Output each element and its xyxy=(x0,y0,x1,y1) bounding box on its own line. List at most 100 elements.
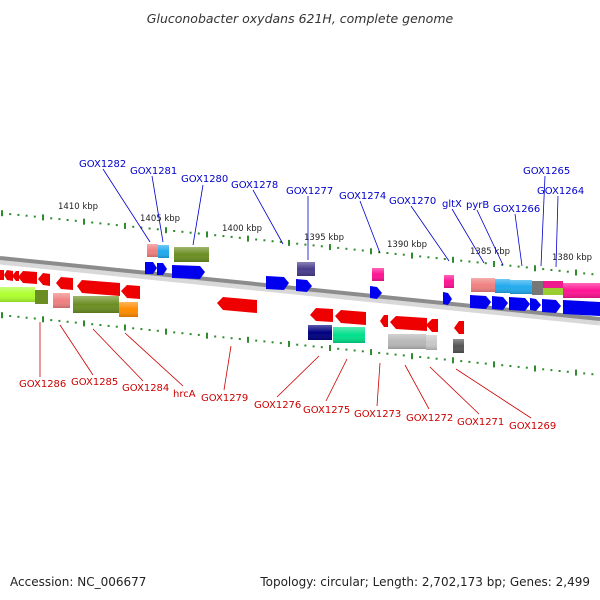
gene-GOX1272[interactable] xyxy=(388,334,426,349)
upper-scale-minor-tick xyxy=(115,224,118,227)
gene-rev-k[interactable] xyxy=(390,316,427,331)
lower-scale-minor-tick xyxy=(353,349,356,352)
gene-rev-h[interactable] xyxy=(121,285,140,299)
gene-GOX1281[interactable] xyxy=(158,245,169,258)
upper-scale-minor-tick xyxy=(189,231,192,234)
gene-rev-c[interactable] xyxy=(12,271,19,281)
gene-rev-m[interactable] xyxy=(454,321,464,334)
gene-fwd-5[interactable] xyxy=(370,286,382,299)
gene-fwd-4[interactable] xyxy=(296,279,312,292)
lower-scale-major-tick xyxy=(206,332,208,339)
upper-scale-major-tick xyxy=(288,239,290,246)
label-gltX[interactable]: gltX xyxy=(442,199,462,210)
lower-scale-minor-tick xyxy=(435,357,438,360)
forward-genes xyxy=(145,244,600,316)
gene-GOX1279[interactable] xyxy=(217,297,257,313)
label-GOX1266[interactable]: GOX1266 xyxy=(493,204,540,215)
lower-scale-minor-tick xyxy=(50,319,53,322)
gene-fwd-7[interactable] xyxy=(470,295,491,309)
gene-fwd-6[interactable] xyxy=(443,292,452,305)
label-GOX1282[interactable]: GOX1282 xyxy=(79,159,126,170)
lower-scale-major-tick xyxy=(83,320,85,327)
label-GOX1273[interactable]: GOX1273 xyxy=(354,409,401,420)
lower-scale-minor-tick xyxy=(91,323,94,326)
label-GOX1279[interactable]: GOX1279 xyxy=(201,393,248,404)
gene-GOX1273[interactable] xyxy=(380,315,388,327)
gene-GOX1276[interactable] xyxy=(308,325,332,340)
lower-scale-minor-tick xyxy=(197,333,200,336)
gene-GOX1274[interactable] xyxy=(372,268,384,281)
gene-rev-d[interactable] xyxy=(18,271,37,284)
label-GOX1274[interactable]: GOX1274 xyxy=(339,191,386,202)
gene-GOX1282[interactable] xyxy=(147,244,158,257)
lower-scale-minor-tick xyxy=(33,317,36,320)
gene-rev-b[interactable] xyxy=(4,270,13,281)
gene-fwd-2[interactable] xyxy=(157,263,167,275)
gene-fwd-11[interactable] xyxy=(542,299,561,313)
label-hrcA[interactable]: hrcA xyxy=(173,389,196,400)
label-pyrB[interactable]: pyrB xyxy=(466,200,489,211)
gene-GOX1270[interactable] xyxy=(444,275,454,288)
upper-scale-major-tick xyxy=(575,269,577,276)
label-GOX1276[interactable]: GOX1276 xyxy=(254,400,301,411)
lower-scale-minor-tick xyxy=(115,325,118,328)
gene-GOX1284[interactable] xyxy=(73,296,119,313)
gene-rev-a[interactable] xyxy=(0,270,4,280)
label-GOX1284[interactable]: GOX1284 xyxy=(122,383,169,394)
gene-fwd-1[interactable] xyxy=(145,262,157,274)
label-GOX1277[interactable]: GOX1277 xyxy=(286,186,333,197)
upper-scale-minor-tick xyxy=(33,215,36,218)
gene-fwd-9[interactable] xyxy=(509,297,530,311)
gene-GOX1286-b[interactable] xyxy=(35,290,48,304)
gene-rev-j[interactable] xyxy=(335,310,366,325)
gene-rev-i[interactable] xyxy=(310,308,333,322)
label-GOX1286[interactable]: GOX1286 xyxy=(19,379,66,390)
gene-GOX1264[interactable] xyxy=(563,283,600,298)
gene-hrcA[interactable] xyxy=(119,302,138,317)
lower-scale-minor-tick xyxy=(427,356,430,359)
gene-GOX1285[interactable] xyxy=(53,293,70,308)
gene-GOX1269[interactable] xyxy=(453,339,464,353)
gene-GOX1266[interactable] xyxy=(510,280,532,294)
gene-rev-e[interactable] xyxy=(38,273,50,286)
gene-fwd-8[interactable] xyxy=(492,296,508,310)
gene-GOX1278[interactable] xyxy=(266,276,289,290)
gene-pyrB[interactable] xyxy=(495,279,510,293)
gene-gltX[interactable] xyxy=(471,278,495,292)
upper-scale-minor-tick xyxy=(378,251,381,254)
gene-rev-f[interactable] xyxy=(56,277,73,290)
lower-scale-major-tick xyxy=(42,316,44,323)
lower-scale-minor-tick xyxy=(279,342,282,345)
label-GOX1280[interactable]: GOX1280 xyxy=(181,174,228,185)
gene-GOX1271[interactable] xyxy=(426,335,437,350)
gene-GOX1280[interactable] xyxy=(174,247,209,262)
upper-scale-minor-tick xyxy=(386,252,389,254)
gene-GOX1275[interactable] xyxy=(333,327,365,343)
gene-fwd-3[interactable] xyxy=(172,265,205,279)
label-GOX1264[interactable]: GOX1264 xyxy=(537,186,584,197)
label-GOX1270[interactable]: GOX1270 xyxy=(389,196,436,207)
label-GOX1265[interactable]: GOX1265 xyxy=(523,166,570,177)
label-GOX1269[interactable]: GOX1269 xyxy=(509,421,556,432)
gene-rev-l[interactable] xyxy=(426,319,438,332)
upper-gene-labels: GOX1282 GOX1281 GOX1280 GOX1278 GOX1277 … xyxy=(79,159,584,268)
gene-fwd-10[interactable] xyxy=(530,298,541,311)
gene-GOX1277[interactable] xyxy=(297,262,315,276)
gene-grey-block[interactable] xyxy=(532,281,543,295)
label-GOX1285[interactable]: GOX1285 xyxy=(71,377,118,388)
gene-GOX1265[interactable] xyxy=(543,281,563,295)
upper-scale-minor-tick xyxy=(107,223,110,226)
lower-scale-minor-tick xyxy=(337,347,340,350)
gene-GOX1286[interactable] xyxy=(0,287,35,302)
upper-scale-minor-tick xyxy=(484,262,487,265)
label-GOX1272[interactable]: GOX1272 xyxy=(406,413,453,424)
label-GOX1278[interactable]: GOX1278 xyxy=(231,180,278,191)
lower-scale-minor-tick xyxy=(443,358,446,361)
label-GOX1275[interactable]: GOX1275 xyxy=(303,405,350,416)
gene-rev-g[interactable] xyxy=(77,280,120,296)
lower-scale-minor-tick xyxy=(378,351,381,354)
gene-fwd-12[interactable] xyxy=(563,300,600,316)
label-GOX1281[interactable]: GOX1281 xyxy=(130,166,177,177)
upper-scale-minor-tick xyxy=(501,263,504,266)
label-GOX1271[interactable]: GOX1271 xyxy=(457,417,504,428)
